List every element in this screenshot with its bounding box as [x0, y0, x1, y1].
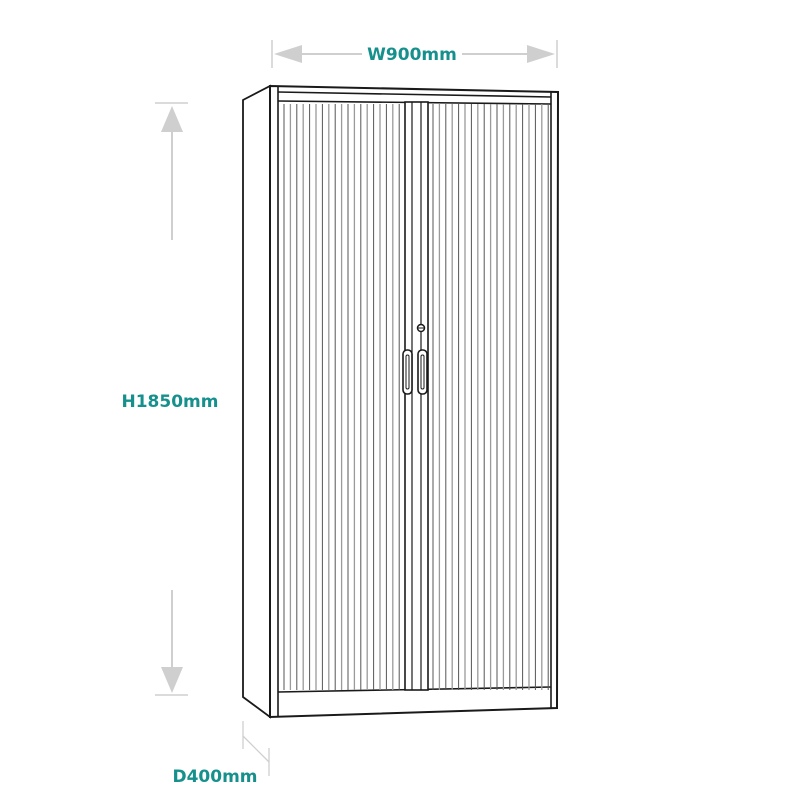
width-label: W900mm: [367, 45, 457, 65]
cabinet: [242, 84, 560, 719]
arrow-left-icon: [274, 45, 302, 63]
width-dimension: [271, 40, 558, 68]
height-label: H1850mm: [122, 392, 219, 412]
depth-dimension: [242, 721, 270, 776]
height-dimension: [155, 102, 188, 696]
tambour-slats: [283, 104, 549, 690]
top-rail: [277, 91, 552, 98]
arrow-up-icon: [161, 106, 183, 132]
door-gap: [404, 101, 429, 691]
depth-label: D400mm: [172, 767, 257, 787]
arrow-right-icon: [527, 45, 555, 63]
arrow-down-icon: [161, 667, 183, 693]
side-panel: [242, 84, 271, 719]
